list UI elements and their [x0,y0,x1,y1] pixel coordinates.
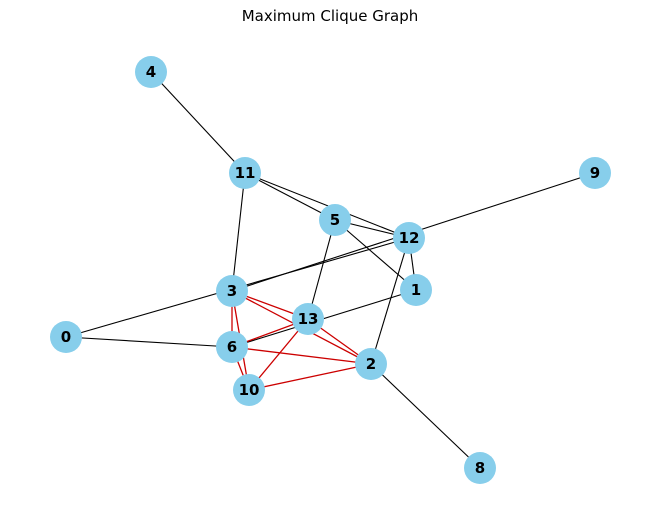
node-circle-6 [216,331,248,363]
edge-12-2 [370,237,410,365]
node-circle-9 [579,157,611,189]
edge-11-3 [231,172,246,292]
node-circle-2 [355,348,387,380]
edge-1-6 [231,289,417,348]
node-1: 1 [400,274,432,306]
node-9: 9 [579,157,611,189]
node-12: 12 [393,222,425,254]
node-4: 4 [135,56,167,88]
edge-10-2-clique [248,363,372,391]
node-label-6: 6 [227,338,237,356]
node-8: 8 [464,452,496,484]
node-label-9: 9 [590,164,600,182]
node-5: 5 [319,204,351,236]
node-circle-0 [50,321,82,353]
edge-5-13 [307,219,336,320]
node-label-8: 8 [475,459,485,477]
edge-6-2-clique [231,346,372,365]
node-10: 10 [233,374,265,406]
edge-11-5 [244,172,336,221]
figure-title: Maximum Clique Graph [241,7,419,25]
node-label-11: 11 [235,164,256,182]
node-label-13: 13 [298,310,319,328]
node-label-12: 12 [399,229,420,247]
node-circle-3 [216,275,248,307]
node-circle-1 [400,274,432,306]
node-label-1: 1 [411,281,421,299]
node-circle-10 [233,374,265,406]
edge-0-6 [65,336,233,348]
edge-11-12 [244,172,410,239]
node-11: 11 [229,157,261,189]
edges-layer [65,71,596,469]
node-3: 3 [216,275,248,307]
node-circle-12 [393,222,425,254]
node-circle-5 [319,204,351,236]
node-label-5: 5 [330,211,340,229]
node-circle-4 [135,56,167,88]
node-6: 6 [216,331,248,363]
node-label-2: 2 [366,355,376,373]
node-0: 0 [50,321,82,353]
edge-5-1 [334,219,417,291]
node-circle-11 [229,157,261,189]
node-2: 2 [355,348,387,380]
node-13: 13 [292,303,324,335]
node-label-0: 0 [61,328,71,346]
node-circle-13 [292,303,324,335]
node-label-3: 3 [227,282,237,300]
node-circle-8 [464,452,496,484]
node-label-10: 10 [239,381,260,399]
edge-4-11 [150,71,246,174]
node-label-4: 4 [146,63,156,81]
edge-2-8 [370,363,481,469]
